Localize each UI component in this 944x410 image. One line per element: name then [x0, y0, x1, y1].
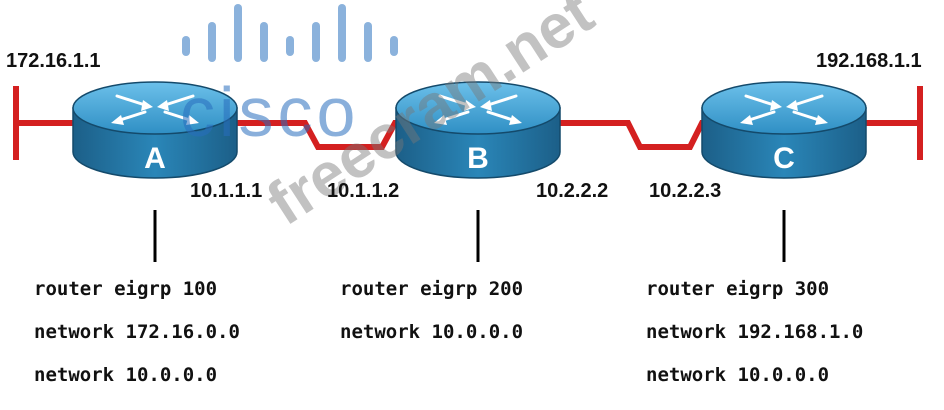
router-a-config-line: router eigrp 100 [34, 278, 218, 300]
router-a-label: A [144, 142, 166, 175]
router-b-interface-ip-left: 10.1.1.2 [327, 180, 400, 202]
cisco-logo-bars [182, 4, 398, 62]
router-c-config-line: router eigrp 300 [646, 278, 830, 300]
config-pointer-lines [153, 210, 786, 262]
router-c-config-line: network 192.168.1.0 [646, 321, 864, 343]
router-a-config-line: network 172.16.0.0 [34, 321, 240, 343]
router-b-interface-ip-right: 10.2.2.2 [536, 180, 609, 202]
router-a-config-line: network 10.0.0.0 [34, 364, 218, 386]
router-a-interface-ip: 10.1.1.1 [190, 180, 263, 202]
router-c-config-line: network 10.0.0.0 [646, 364, 830, 386]
right-lan-segment [865, 86, 923, 160]
left-lan-segment [13, 86, 75, 160]
router-c-label: C [773, 142, 795, 175]
right-endpoint-ip: 192.168.1.1 [816, 50, 922, 72]
serial-link-b-c [555, 120, 710, 150]
cisco-watermark-text: cisco [180, 73, 360, 151]
left-endpoint-ip: 172.16.1.1 [6, 50, 101, 72]
router-b-label: B [467, 142, 489, 175]
router-b-config-line: network 10.0.0.0 [340, 321, 524, 343]
router-c-interface-ip: 10.2.2.3 [649, 180, 722, 202]
router-b-config-line: router eigrp 200 [340, 278, 524, 300]
